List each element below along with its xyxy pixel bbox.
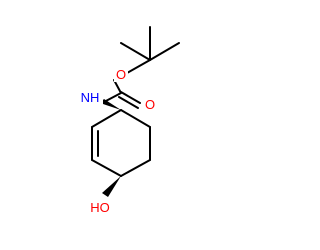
bond-carbonyl-nitrogen xyxy=(103,92,122,103)
bond-ether-oxygen-carbonyl xyxy=(113,79,122,94)
bond-ring-c2-c3 xyxy=(91,159,122,177)
hydroxyl-label: HO xyxy=(90,200,110,215)
bond-tbu-methyl-left xyxy=(120,42,151,61)
bond-carbonyl-double-a xyxy=(120,91,141,104)
bond-tbu-ether-oxygen xyxy=(126,59,151,74)
ether-oxygen-label: O xyxy=(116,67,126,82)
hydroxyl-bg xyxy=(89,199,113,215)
molecule-structure: O O NH HO xyxy=(79,26,180,215)
bond-tbu-methyl-right xyxy=(149,42,180,61)
amine-label: NH xyxy=(81,90,100,105)
wedge-bond-nitrogen xyxy=(100,99,121,110)
bond-ring-c3-c4 xyxy=(120,159,151,177)
carbonyl-oxygen-bg xyxy=(143,97,157,112)
tert-butyl-group xyxy=(120,26,180,61)
wedge-bond-hydroxyl xyxy=(102,176,121,197)
bond-ring-c6-c1 xyxy=(91,109,122,128)
cyclohexene-ring xyxy=(91,109,151,177)
bond-carbonyl-double-b xyxy=(118,96,139,109)
ether-oxygen-bg xyxy=(114,67,128,82)
carbamate-group xyxy=(103,59,151,109)
amine-bg xyxy=(79,89,103,105)
bond-ring-c5-c6 xyxy=(120,109,151,128)
carbonyl-oxygen-label: O xyxy=(145,97,155,112)
